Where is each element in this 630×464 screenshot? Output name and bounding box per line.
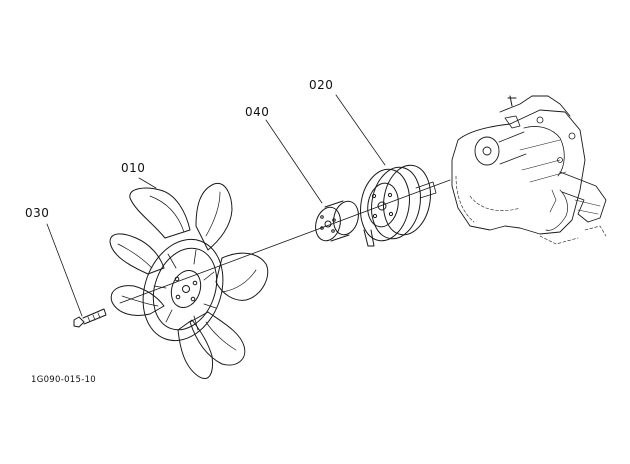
drawing-reference-number: 1G090-015-10 — [31, 375, 96, 385]
center-axis-line — [120, 180, 450, 303]
water-pump-housing — [452, 96, 606, 244]
callout-label-010: 010 — [121, 161, 146, 175]
fan-blade — [130, 188, 190, 238]
fan-hub-ring — [130, 228, 237, 352]
leader-line-030 — [47, 224, 82, 316]
callout-label-020: 020 — [309, 78, 334, 92]
leader-line-040 — [266, 120, 322, 203]
leader-line-010 — [139, 178, 156, 188]
fan-hub-center — [166, 266, 205, 311]
cooling-fan — [110, 183, 268, 378]
fan-blade — [110, 234, 164, 274]
fan-spacer — [312, 198, 362, 243]
fan-bolt — [74, 309, 106, 327]
fan-blade — [216, 253, 268, 300]
fan-blade — [190, 312, 245, 365]
callout-label-030: 030 — [25, 206, 50, 220]
fan-blade — [111, 286, 164, 316]
callout-label-040: 040 — [245, 105, 270, 119]
water-pump-pulley — [355, 162, 436, 246]
fan-blade — [178, 320, 212, 379]
leader-line-020 — [336, 95, 385, 165]
fan-blade — [196, 183, 232, 250]
